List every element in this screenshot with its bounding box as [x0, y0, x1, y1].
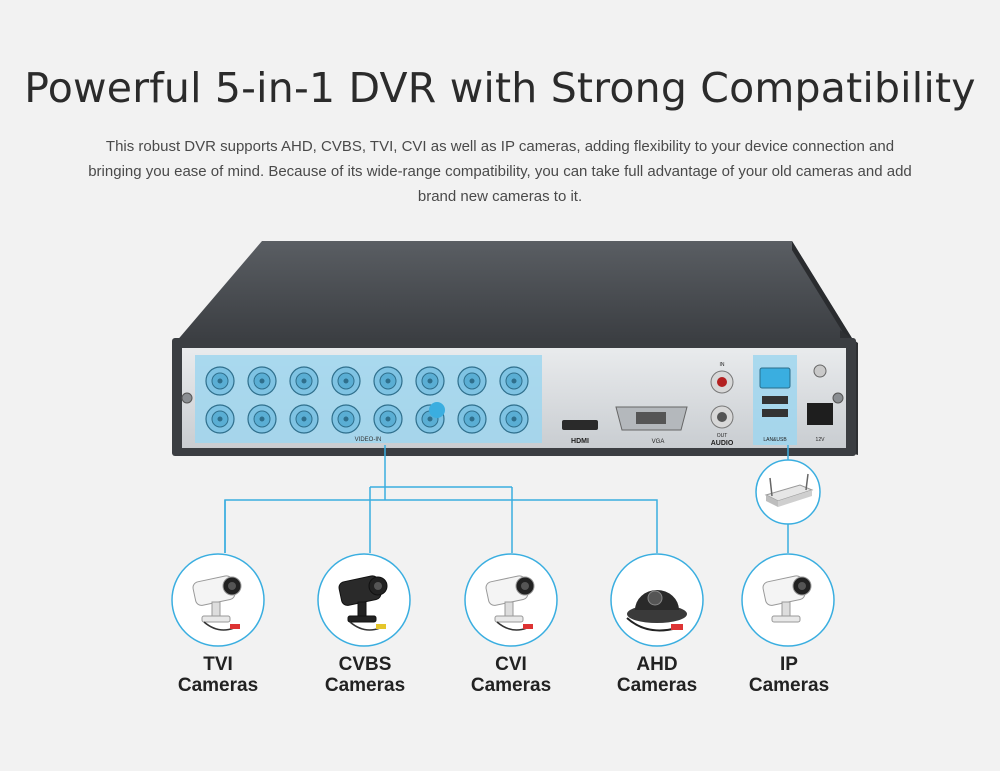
bnc-connector-icon: [373, 366, 403, 396]
camera-type: CVBS: [338, 654, 392, 675]
bullet-camera-icon: [171, 553, 265, 647]
lan-port: [759, 367, 791, 389]
bnc-connector-icon: [205, 404, 235, 434]
camera-type: TVI: [203, 654, 233, 675]
power-label: 12V: [816, 437, 826, 443]
power-port: [807, 403, 833, 425]
bnc-connector-icon: [205, 366, 235, 396]
camera-type: AHD: [636, 654, 678, 675]
dvr-top-cover: [175, 241, 855, 343]
screw-icon: [181, 392, 193, 404]
audio-in-label: IN: [720, 362, 725, 368]
bnc-connector-icon: [247, 404, 277, 434]
bnc-connector-icon: [457, 404, 487, 434]
ip-bullet-camera-icon: [741, 553, 835, 647]
black-bullet-camera-icon: [317, 553, 411, 647]
ground-icon: [813, 364, 827, 378]
vga-label: VGA: [652, 439, 665, 445]
camera-label-cvi: CVI Cameras: [441, 654, 581, 696]
lan-usb-label: LAN&USB: [763, 437, 787, 443]
page-description: This robust DVR supports AHD, CVBS, TVI,…: [88, 138, 912, 205]
camera-circle-group: [171, 553, 835, 647]
bnc-connector-icon: [499, 366, 529, 396]
bullet-camera-icon: [464, 553, 558, 647]
bnc-connector-icon: [331, 366, 361, 396]
bnc-connector-icon: [247, 366, 277, 396]
camera-label: Cameras: [748, 675, 830, 696]
dome-camera-icon: [610, 553, 704, 647]
bnc-connector-icon: [373, 404, 403, 434]
video-in-highlight: [195, 355, 542, 443]
bnc-connector-group: [205, 366, 529, 434]
usb-port: [762, 396, 788, 404]
camera-type: CVI: [495, 654, 527, 675]
camera-label-tvi: TVI Cameras: [148, 654, 288, 696]
bnc-connector-icon: [289, 366, 319, 396]
bnc-connector-icon: [457, 366, 487, 396]
camera-label-ahd: AHD Cameras: [587, 654, 727, 696]
connection-lines: [224, 445, 789, 553]
usb-port: [762, 409, 788, 417]
router-icon: [764, 473, 814, 507]
audio-label: AUDIO: [711, 440, 734, 447]
bnc-connector-icon: [415, 366, 445, 396]
bnc-connector-icon: [499, 404, 529, 434]
camera-label-cvbs: CVBS Cameras: [295, 654, 435, 696]
audio-out-label: OUT: [717, 433, 728, 439]
camera-label: Cameras: [324, 675, 406, 696]
bnc-connector-icon: [289, 404, 319, 434]
camera-label: Cameras: [177, 675, 259, 696]
camera-label: Cameras: [470, 675, 552, 696]
camera-label-ip: IP Cameras: [719, 654, 859, 696]
video-in-label: VIDEO-IN: [355, 437, 382, 443]
hdmi-port: [562, 420, 598, 430]
page-title: Powerful 5-in-1 DVR with Strong Compatib…: [24, 64, 976, 112]
bnc-connector-icon: [331, 404, 361, 434]
camera-type: IP: [780, 654, 798, 675]
hdmi-label: HDMI: [571, 438, 589, 445]
camera-label: Cameras: [616, 675, 698, 696]
active-port-indicator: [429, 402, 445, 418]
screw-icon: [832, 392, 844, 404]
